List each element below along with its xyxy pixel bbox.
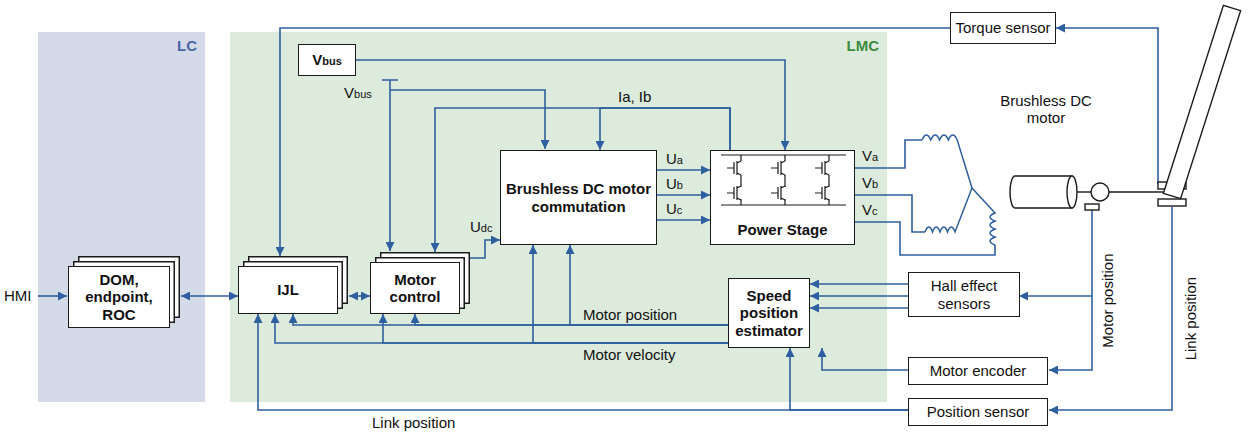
motor-coils — [922, 135, 995, 245]
signal-label: Ua — [666, 150, 683, 167]
signal-label: Vc — [862, 201, 878, 218]
signal-connector — [570, 245, 728, 325]
signal-connector — [822, 348, 908, 370]
signal-connector — [258, 314, 908, 410]
connector-line — [822, 348, 908, 370]
signal-connector — [600, 108, 730, 150]
region-band: LMC IJL Motor control Brushless DC motor co… — [230, 32, 887, 402]
connector-line — [657, 169, 710, 171]
connector-line — [790, 348, 908, 410]
signal-label: Vbus — [344, 84, 372, 101]
connector-line — [181, 295, 238, 297]
stacked-block: Motor control — [370, 262, 460, 314]
connector-line — [533, 245, 728, 343]
signal-label: Va — [862, 147, 878, 164]
signal-connector — [470, 240, 500, 258]
connector-line — [810, 295, 908, 297]
box-label: IJL — [277, 281, 299, 298]
signal-connector — [810, 284, 908, 308]
connector-line — [415, 314, 728, 325]
connector-line — [600, 108, 730, 150]
band-fill — [38, 32, 205, 402]
signal-connector — [181, 296, 238, 297]
connector-line — [810, 307, 908, 309]
signal-connector — [280, 28, 950, 256]
connector-line — [657, 194, 710, 196]
region-band: LC DOM, endpoint, ROC — [38, 32, 205, 402]
transistor-bridge — [711, 151, 856, 209]
supply-box: Vbus — [298, 44, 356, 76]
part-name: Brushless DC motor — [1000, 92, 1092, 127]
signal-connector — [657, 195, 710, 196]
sensor-box: Motor encoder — [908, 357, 1048, 385]
connector-line — [570, 245, 728, 325]
signal-label: Motor position — [583, 306, 677, 323]
signal-label: Vb — [862, 174, 878, 191]
band-fill — [230, 32, 887, 402]
signal-label: Motor position — [1099, 253, 1116, 347]
box-label: DOM, endpoint, ROC — [72, 271, 166, 323]
sensor-box: Torque sensor — [950, 12, 1056, 44]
signal-label: Ub — [666, 175, 683, 192]
signal-connector — [415, 314, 728, 325]
signal-label: Uc — [666, 200, 682, 217]
process-box: Speed position estimator — [728, 278, 810, 348]
signal-connector — [435, 108, 730, 252]
signal-connector — [349, 296, 370, 297]
stacked-block: IJL — [238, 266, 338, 314]
link-position-wire — [1049, 207, 1172, 410]
signal-label: Link position — [372, 414, 455, 431]
box-label: Torque sensor — [955, 19, 1050, 36]
hmi-arrow — [38, 295, 67, 297]
vbus-wire — [390, 90, 545, 149]
process-box: Brushless DC motor commutation — [500, 150, 657, 245]
box-label: Position sensor — [927, 403, 1030, 420]
phase-wire — [855, 222, 995, 255]
phase-wire — [855, 140, 922, 168]
signal-connector — [356, 60, 785, 150]
box-label: Hall effect sensors — [912, 277, 1016, 312]
signal-label: Link position — [1182, 276, 1199, 359]
signal-connector — [790, 348, 908, 410]
connector-line — [810, 283, 908, 285]
region-title: LC — [177, 37, 197, 54]
box-label: Power Stage — [737, 221, 827, 238]
box-label: Motor control — [374, 271, 456, 306]
motor-position-wire — [1019, 295, 1092, 297]
connector-line — [435, 108, 730, 252]
box-label: Vbus — [312, 51, 342, 68]
signal-connector — [657, 170, 710, 171]
region-title: LMC — [847, 37, 880, 54]
signal-label: Motor velocity — [583, 346, 676, 363]
phase-wire — [855, 195, 925, 232]
box-label: Motor encoder — [930, 362, 1027, 379]
signal-connector — [657, 220, 710, 221]
vbus-wire — [382, 80, 398, 251]
power-stage-box: Power Stage — [710, 150, 855, 245]
connector-line — [657, 219, 710, 221]
box-label: Brushless DC motor commutation — [504, 180, 653, 215]
connector-line — [258, 314, 908, 410]
signal-label: Udc — [470, 218, 492, 235]
connector-line — [349, 295, 370, 297]
signal-label: Ia, Ib — [618, 88, 651, 105]
sensor-box: Position sensor — [908, 398, 1048, 426]
signal-label: HMI — [4, 287, 32, 304]
connector-line — [356, 60, 785, 150]
sensor-box: Hall effect sensors — [908, 272, 1020, 317]
connector-line — [280, 28, 950, 256]
motor-position-wire — [1049, 210, 1092, 370]
stacked-block: DOM, endpoint, ROC — [68, 266, 170, 328]
connector-line — [470, 240, 500, 258]
signal-connector — [533, 245, 728, 343]
box-label: Speed position estimator — [732, 287, 806, 339]
